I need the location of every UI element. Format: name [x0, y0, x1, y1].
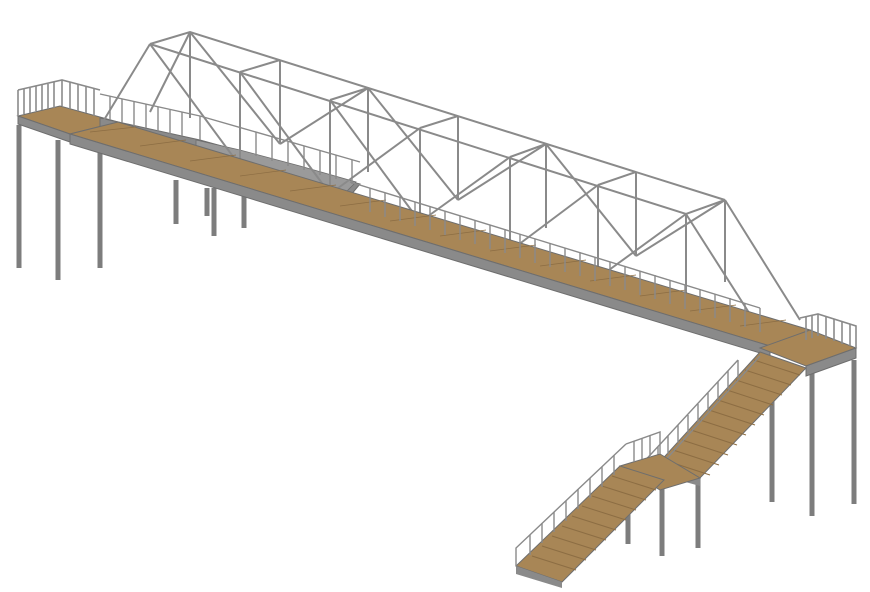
truss-structure: [103, 30, 801, 331]
right-landing: [758, 313, 858, 377]
lower-right-stair-lower-flight: [515, 443, 665, 588]
support-columns: [16, 125, 857, 556]
main-deck-railing: [349, 181, 761, 332]
left-landing: [16, 79, 120, 143]
main-deck: [68, 121, 812, 357]
